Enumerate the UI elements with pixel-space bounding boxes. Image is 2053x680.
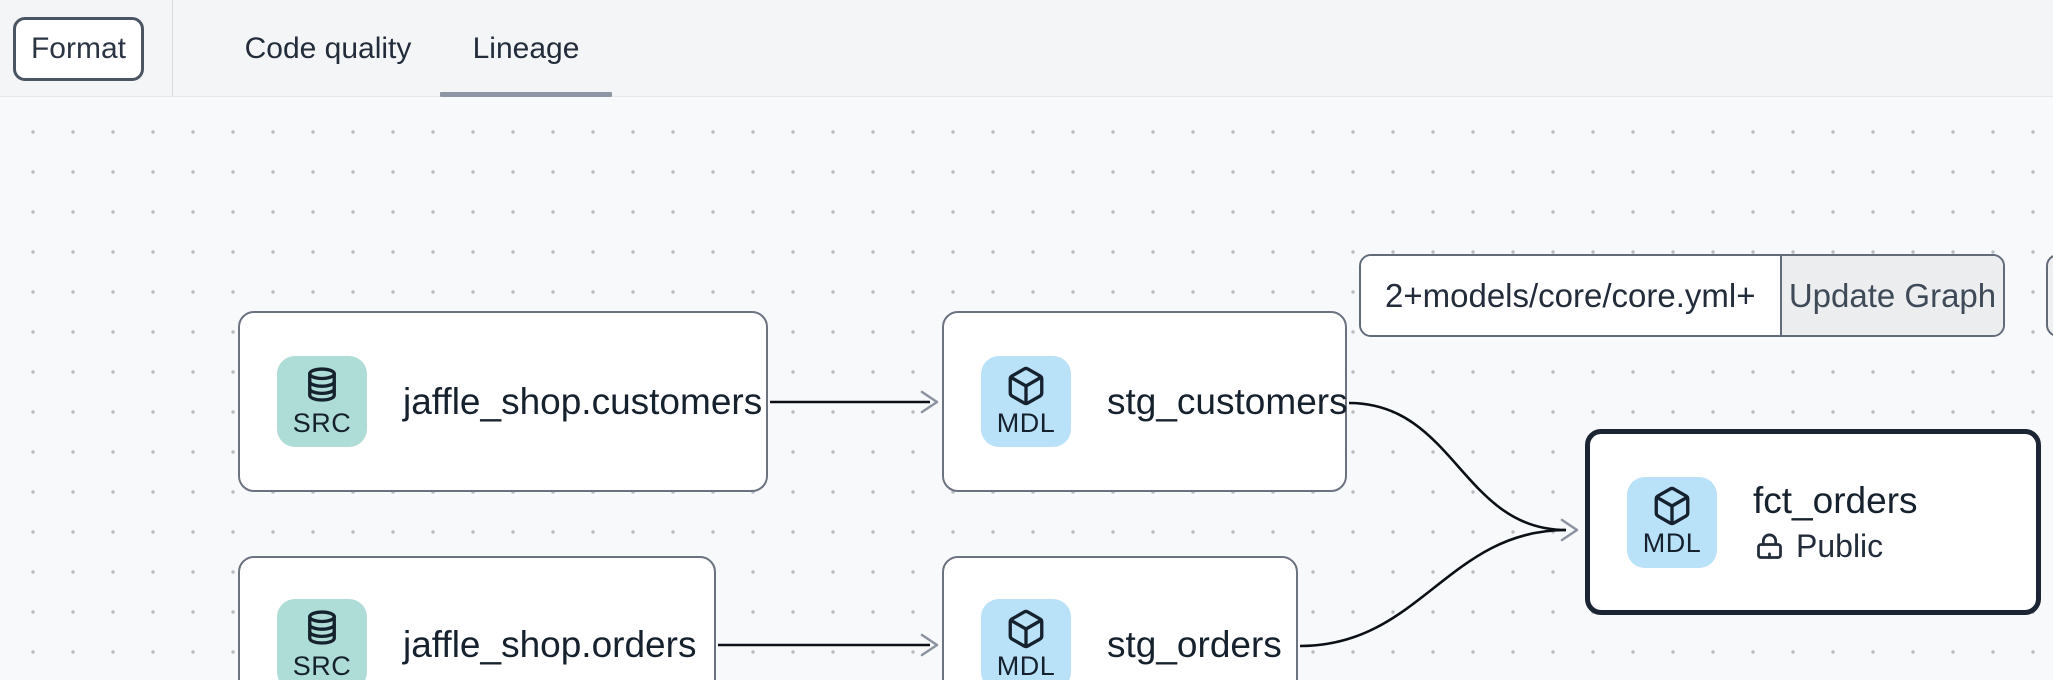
node-source-jaffle-shop-customers[interactable]: SRC jaffle_shop.customers — [238, 311, 768, 492]
node-model-stg-orders[interactable]: MDL stg_orders — [942, 556, 1298, 680]
format-button[interactable]: Format — [13, 17, 144, 81]
database-icon — [308, 366, 336, 402]
node-label: fct_orders — [1753, 479, 1918, 521]
node-label: jaffle_shop.customers — [403, 380, 763, 422]
lineage-canvas[interactable]: SRC jaffle_shop.customers MDL stg_custom… — [0, 97, 2053, 680]
cube-icon — [1008, 609, 1044, 648]
node-label: jaffle_shop.orders — [403, 623, 697, 665]
arrowhead-icon — [920, 390, 939, 414]
model-badge: MDL — [981, 599, 1071, 680]
graph-selector-control: Update Graph — [1359, 254, 2005, 337]
cube-icon — [1008, 366, 1044, 405]
tab-lineage[interactable]: Lineage — [472, 31, 580, 65]
model-badge: MDL — [981, 356, 1071, 447]
edge-stg-orders-fct — [1299, 528, 1567, 648]
unlock-icon — [1757, 532, 1782, 559]
toolbar-divider — [172, 0, 173, 97]
arrowhead-icon — [1560, 518, 1579, 542]
database-icon — [308, 609, 336, 645]
access-row: Public — [1753, 528, 1918, 565]
active-tab-indicator — [440, 92, 612, 97]
badge-type-label: MDL — [996, 650, 1056, 680]
top-toolbar: Format Code quality Lineage — [0, 0, 2053, 97]
access-label: Public — [1796, 527, 1884, 564]
model-badge: MDL — [1627, 476, 1717, 568]
cube-icon — [1654, 486, 1690, 526]
partial-right-button[interactable] — [2046, 254, 2053, 337]
arrowhead-icon — [920, 633, 939, 657]
node-label: stg_customers — [1107, 380, 1348, 422]
source-badge: SRC — [277, 599, 367, 680]
tab-code-quality[interactable]: Code quality — [244, 31, 412, 65]
edge-stg-customers-fct — [1348, 401, 1567, 532]
node-model-stg-customers[interactable]: MDL stg_customers — [942, 311, 1348, 492]
badge-type-label: MDL — [996, 407, 1056, 438]
update-graph-button[interactable]: Update Graph — [1780, 256, 2003, 335]
badge-type-label: SRC — [292, 650, 352, 680]
node-model-fct-orders[interactable]: MDL fct_orders Public — [1585, 429, 2041, 615]
selector-input[interactable] — [1361, 256, 1780, 335]
node-source-jaffle-shop-orders[interactable]: SRC jaffle_shop.orders — [238, 556, 716, 680]
badge-type-label: MDL — [1642, 528, 1702, 558]
source-badge: SRC — [277, 356, 367, 447]
node-label: stg_orders — [1107, 623, 1282, 665]
badge-type-label: SRC — [292, 407, 352, 438]
